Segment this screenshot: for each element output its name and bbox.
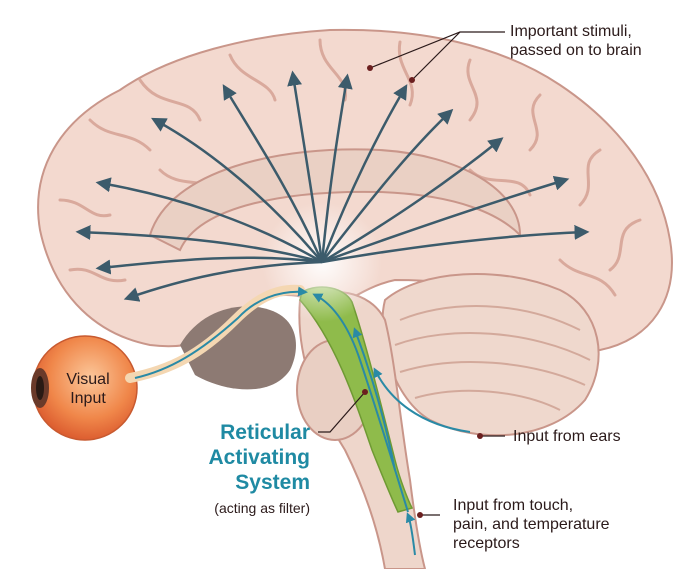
- leader-dots: [362, 65, 483, 518]
- input-from-ears-label: Input from ears: [513, 428, 621, 445]
- important-stimuli-line1: Important stimuli,: [510, 23, 632, 40]
- cerebellum-folds: [394, 305, 591, 411]
- visual-line2: Input: [70, 390, 106, 407]
- touch-pain-temperature-label: Input from touch, pain, and temperature …: [453, 496, 610, 553]
- ras-line2: Activating: [208, 446, 310, 469]
- important-stimuli-label: Important stimuli, passed on to brain: [510, 22, 642, 60]
- ras-line1: Reticular: [220, 421, 310, 444]
- cerebellum: [381, 272, 600, 437]
- radiating-arrows: [75, 70, 590, 302]
- ras-pathways: [312, 293, 471, 556]
- touch-line3: receptors: [453, 535, 520, 552]
- visual-pathway: [134, 286, 308, 379]
- eye: [31, 335, 138, 441]
- touch-line1: Input from touch,: [453, 497, 574, 514]
- visual-line1: Visual: [66, 371, 110, 388]
- visual-input-label: Visual Input: [58, 370, 118, 408]
- ras-title: Reticular Activating System: [170, 420, 310, 495]
- leader-lines: [318, 31, 505, 516]
- important-stimuli-line2: passed on to brain: [510, 42, 642, 59]
- touch-line2: pain, and temperature: [453, 516, 610, 533]
- ras-subtitle: (acting as filter): [214, 500, 310, 516]
- ras-line3: System: [235, 471, 310, 494]
- midbrain-shadow: [180, 306, 296, 390]
- brain-folds: [58, 38, 642, 297]
